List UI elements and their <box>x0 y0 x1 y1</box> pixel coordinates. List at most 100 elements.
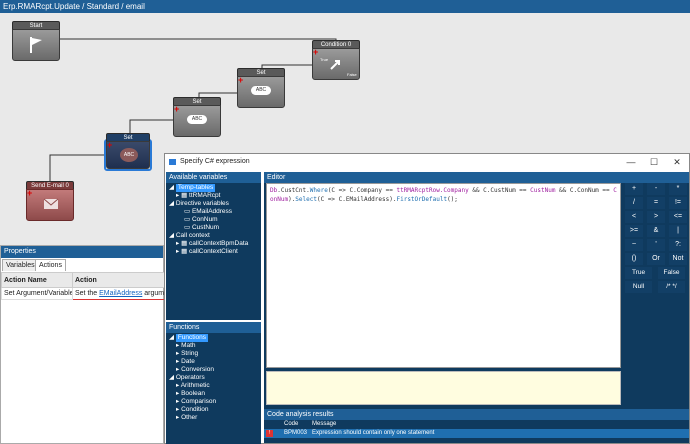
code-editor[interactable]: Db.CustCnt.Where(C => C.Company == ttRMA… <box>266 183 621 368</box>
tree-node[interactable]: ▸ Comparison <box>176 398 217 405</box>
results-header: Code analysis results <box>264 409 689 420</box>
tab-variables[interactable]: Variables <box>2 259 39 271</box>
tree-node[interactable]: ▸ Condition <box>176 406 209 413</box>
tilde-key[interactable]: ~ <box>625 239 643 251</box>
tree-node[interactable]: ▭ ConNum <box>184 216 218 223</box>
not-key[interactable]: Not <box>669 253 687 265</box>
minimize-button[interactable]: — <box>626 157 636 167</box>
error-icon: ! <box>266 430 273 437</box>
action-cell: Set the EMailAddress argument <box>72 287 168 300</box>
tree-node[interactable]: ▸ Boolean <box>176 390 205 397</box>
condition-node[interactable]: Condition 0 + True False <box>312 40 360 80</box>
or-key[interactable]: | <box>669 225 687 237</box>
close-button[interactable]: ✕ <box>673 157 681 167</box>
dialog-title: Specify C# expression <box>180 158 250 165</box>
tree-node[interactable]: ▸ Math <box>176 342 196 349</box>
column-header: Message <box>312 421 337 427</box>
ternary-key[interactable]: ?: <box>669 239 687 251</box>
properties-header: Properties <box>1 246 163 258</box>
divide-key[interactable]: / <box>625 197 643 209</box>
plus-key[interactable]: + <box>625 183 643 195</box>
comment-key[interactable]: /* */ <box>658 281 685 293</box>
flag-icon <box>30 37 42 53</box>
abc-icon: ABC <box>251 86 271 95</box>
add-icon: + <box>174 104 180 114</box>
tree-node[interactable]: ▭ CustNum <box>184 224 220 231</box>
tree-node[interactable]: ◢ Call context <box>169 232 210 239</box>
tree-node[interactable]: ▸ ▦ ttRMARcpt <box>176 192 221 199</box>
set-argument-node-3[interactable]: Set Argument/Vari + ABC <box>104 133 152 171</box>
not-equals-key[interactable]: != <box>669 197 687 209</box>
table-row[interactable]: ! BPM003 Expression should contain only … <box>264 429 689 438</box>
results-panel: Code Message ! BPM003 Expression should c… <box>264 420 689 443</box>
and-key[interactable]: & <box>647 225 665 237</box>
editor-header: Editor <box>264 172 689 183</box>
functions-tree: ◢ Functions ▸ Math ▸ String ▸ Date ▸ Con… <box>166 333 261 444</box>
tree-node[interactable]: ◢ Temp-tables <box>169 184 216 192</box>
equals-key[interactable]: = <box>647 197 665 209</box>
csharp-expression-dialog: Specify C# expression — ☐ ✕ Available va… <box>164 153 690 444</box>
maximize-button[interactable]: ☐ <box>649 157 659 167</box>
operator-keypad: + - * / = != < > <= >= & | ~ ' ?: () Or … <box>625 183 689 293</box>
start-node[interactable]: Start <box>12 21 60 61</box>
connector-start-condition <box>60 38 337 48</box>
abc-icon: ABC <box>120 148 138 162</box>
tree-node[interactable]: ▸ String <box>176 350 199 357</box>
multiply-key[interactable]: * <box>669 183 687 195</box>
functions-header: Functions <box>166 322 261 333</box>
send-email-node[interactable]: Send E-mail 0 + <box>26 181 74 221</box>
tree-node[interactable]: ▭ EMailAddress <box>184 208 233 215</box>
email-address-link[interactable]: EMailAddress <box>99 290 143 297</box>
window-title: Erp.RMARcpt.Update / Standard / email <box>3 2 145 11</box>
code-icon <box>169 159 176 165</box>
add-icon: + <box>107 140 113 150</box>
email-icon <box>43 198 59 209</box>
variables-tree: ◢ Temp-tables ▸ ▦ ttRMARcpt ◢ Directive … <box>166 183 261 320</box>
tree-node[interactable]: ◢ Operators <box>169 374 205 381</box>
tab-actions[interactable]: Actions <box>35 259 66 271</box>
set-argument-node-2[interactable]: Set Argument/Vari + ABC <box>173 97 221 137</box>
result-code: BPM003 <box>284 430 308 436</box>
parentheses-key[interactable]: () <box>625 253 643 265</box>
action-name-cell: Set Argument/Variable 0 <box>1 287 73 300</box>
greater-equal-key[interactable]: >= <box>625 225 643 237</box>
tree-node[interactable]: ▸ Conversion <box>176 366 214 373</box>
tree-node[interactable]: ▸ ▦ callContextBpmData <box>176 240 249 247</box>
true-key[interactable]: True <box>625 267 652 279</box>
false-key[interactable]: False <box>658 267 685 279</box>
dialog-title-bar: Specify C# expression — ☐ ✕ <box>165 154 689 170</box>
branch-icon <box>330 60 340 70</box>
expression-info-area <box>266 371 621 405</box>
minus-key[interactable]: - <box>647 183 665 195</box>
column-header: Code <box>284 421 299 427</box>
less-equal-key[interactable]: <= <box>669 211 687 223</box>
column-header: Action Name <box>1 272 73 288</box>
add-icon: + <box>27 188 33 198</box>
properties-panel: Properties Variables Actions Action Name… <box>0 245 168 444</box>
greater-than-key[interactable]: > <box>647 211 665 223</box>
result-message: Expression should contain only one state… <box>312 430 435 436</box>
true-label: True <box>320 57 329 62</box>
null-key[interactable]: Null <box>625 281 652 293</box>
abc-icon: ABC <box>187 115 207 124</box>
tree-node[interactable]: ◢ Functions <box>169 334 208 342</box>
add-icon: + <box>313 47 319 57</box>
set-argument-node-1[interactable]: Set Argument/Vari + ABC <box>237 68 285 108</box>
quote-key[interactable]: ' <box>647 239 665 251</box>
or-word-key[interactable]: Or <box>647 253 665 265</box>
tree-node[interactable]: ◢ Directive variables <box>169 200 229 207</box>
add-icon: + <box>238 75 244 85</box>
tree-node[interactable]: ▸ Arithmetic <box>176 382 210 389</box>
connector-set3-email <box>49 154 104 185</box>
tree-node[interactable]: ▸ ▦ callContextClient <box>176 248 238 255</box>
tree-node[interactable]: ▸ Other <box>176 414 198 421</box>
false-label: False <box>347 72 357 77</box>
window-title-bar: Erp.RMARcpt.Update / Standard / email <box>0 0 690 13</box>
table-row[interactable]: Set Argument/Variable 0 Set the EMailAdd… <box>1 287 168 300</box>
less-than-key[interactable]: < <box>625 211 643 223</box>
tree-node[interactable]: ▸ Date <box>176 358 195 365</box>
column-header: Action <box>72 272 168 288</box>
connector-set2-set3 <box>129 119 173 137</box>
available-variables-header: Available variables <box>166 172 261 183</box>
